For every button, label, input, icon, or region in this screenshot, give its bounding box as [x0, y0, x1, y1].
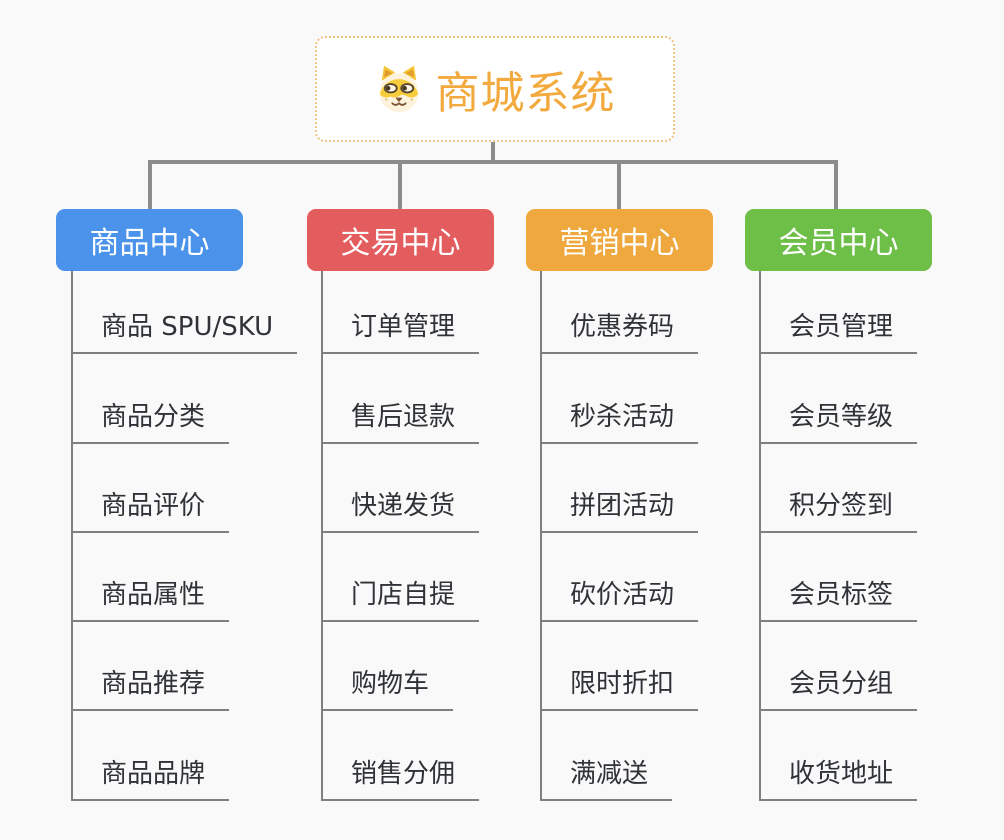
connector-bus: [148, 160, 838, 164]
list-item: 门店自提: [321, 533, 480, 623]
leaf-node[interactable]: 会员标签: [759, 574, 918, 623]
branch-member-center[interactable]: 会员中心: [745, 209, 932, 271]
leaf-node[interactable]: 拼团活动: [540, 485, 699, 533]
branch-trade-center[interactable]: 交易中心: [307, 209, 494, 271]
list-item: 售后退款: [321, 354, 480, 444]
spine-member-center: [759, 271, 761, 801]
list-item: 会员标签: [759, 533, 918, 623]
leaf-node[interactable]: 商品属性: [71, 574, 230, 623]
list-item: 会员分组: [759, 622, 918, 712]
leaf-node[interactable]: 秒杀活动: [540, 396, 699, 444]
branch-product-center[interactable]: 商品中心: [56, 209, 243, 271]
connector-drop-branch4: [834, 160, 838, 210]
list-item: 快递发货: [321, 444, 480, 533]
list-item: 销售分佣: [321, 711, 480, 801]
branch-label: 营销中心: [559, 226, 680, 261]
doge-icon: [379, 65, 418, 113]
leaf-node[interactable]: 商品分类: [71, 396, 230, 444]
list-item: 订单管理: [321, 265, 480, 355]
leaf-node[interactable]: 优惠券码: [540, 306, 699, 355]
leaf-node[interactable]: 快递发货: [321, 485, 480, 533]
list-item: 商品评价: [71, 444, 297, 533]
list-item: 商品品牌: [71, 711, 297, 801]
leaf-node[interactable]: 收货地址: [759, 753, 918, 801]
list-item: 购物车: [321, 622, 479, 712]
list-item: 积分签到: [759, 444, 918, 533]
list-item: 秒杀活动: [540, 354, 699, 444]
list-item: 收货地址: [759, 711, 918, 801]
spine-product-center: [71, 271, 73, 801]
leaf-node[interactable]: 售后退款: [321, 396, 480, 444]
leaf-node[interactable]: 砍价活动: [540, 574, 699, 623]
list-item: 砍价活动: [540, 533, 699, 623]
connector-drop-branch3: [617, 160, 621, 210]
leaf-node[interactable]: 商品推荐: [71, 663, 230, 712]
leaf-node[interactable]: 门店自提: [321, 574, 480, 623]
list-item: 商品 SPU/SKU: [71, 265, 298, 355]
leaf-node[interactable]: 积分签到: [759, 485, 918, 533]
leaf-node[interactable]: 限时折扣: [540, 663, 699, 712]
list-item: 优惠券码: [540, 265, 699, 355]
spine-trade-center: [321, 271, 323, 801]
list-item: 满减送: [540, 711, 698, 801]
branch-marketing-center[interactable]: 营销中心: [526, 209, 713, 271]
spine-marketing-center: [540, 271, 542, 801]
leaf-node[interactable]: 商品 SPU/SKU: [71, 306, 298, 355]
branch-label: 会员中心: [778, 226, 899, 261]
list-item: 拼团活动: [540, 444, 699, 533]
connector-root-drop: [491, 142, 495, 161]
leaf-node[interactable]: 购物车: [321, 663, 454, 712]
leaf-node[interactable]: 销售分佣: [321, 753, 480, 801]
list-item: 商品推荐: [71, 622, 297, 712]
column-trade-center: 订单管理 售后退款 快递发货 门店自提 购物车 销售分佣: [321, 265, 480, 801]
list-item: 限时折扣: [540, 622, 699, 712]
root-node[interactable]: 商城系统: [315, 36, 675, 142]
root-title: 商城系统: [435, 68, 616, 119]
leaf-node[interactable]: 会员分组: [759, 663, 918, 712]
connector-drop-branch1: [148, 160, 152, 210]
branch-label: 商品中心: [89, 226, 210, 261]
column-member-center: 会员管理 会员等级 积分签到 会员标签 会员分组 收货地址: [759, 265, 918, 801]
leaf-node[interactable]: 商品评价: [71, 485, 230, 533]
list-item: 会员等级: [759, 354, 918, 444]
list-item: 会员管理: [759, 265, 918, 355]
connector-drop-branch2: [398, 160, 402, 210]
list-item: 商品属性: [71, 533, 297, 623]
leaf-node[interactable]: 订单管理: [321, 306, 480, 355]
branch-label: 交易中心: [340, 226, 461, 261]
column-marketing-center: 优惠券码 秒杀活动 拼团活动 砍价活动 限时折扣 满减送: [540, 265, 699, 801]
leaf-node[interactable]: 满减送: [540, 753, 673, 801]
list-item: 商品分类: [71, 354, 297, 444]
leaf-node[interactable]: 商品品牌: [71, 753, 230, 801]
leaf-node[interactable]: 会员管理: [759, 306, 918, 355]
column-product-center: 商品 SPU/SKU 商品分类 商品评价 商品属性 商品推荐 商品品牌: [71, 265, 298, 801]
leaf-node[interactable]: 会员等级: [759, 396, 918, 444]
